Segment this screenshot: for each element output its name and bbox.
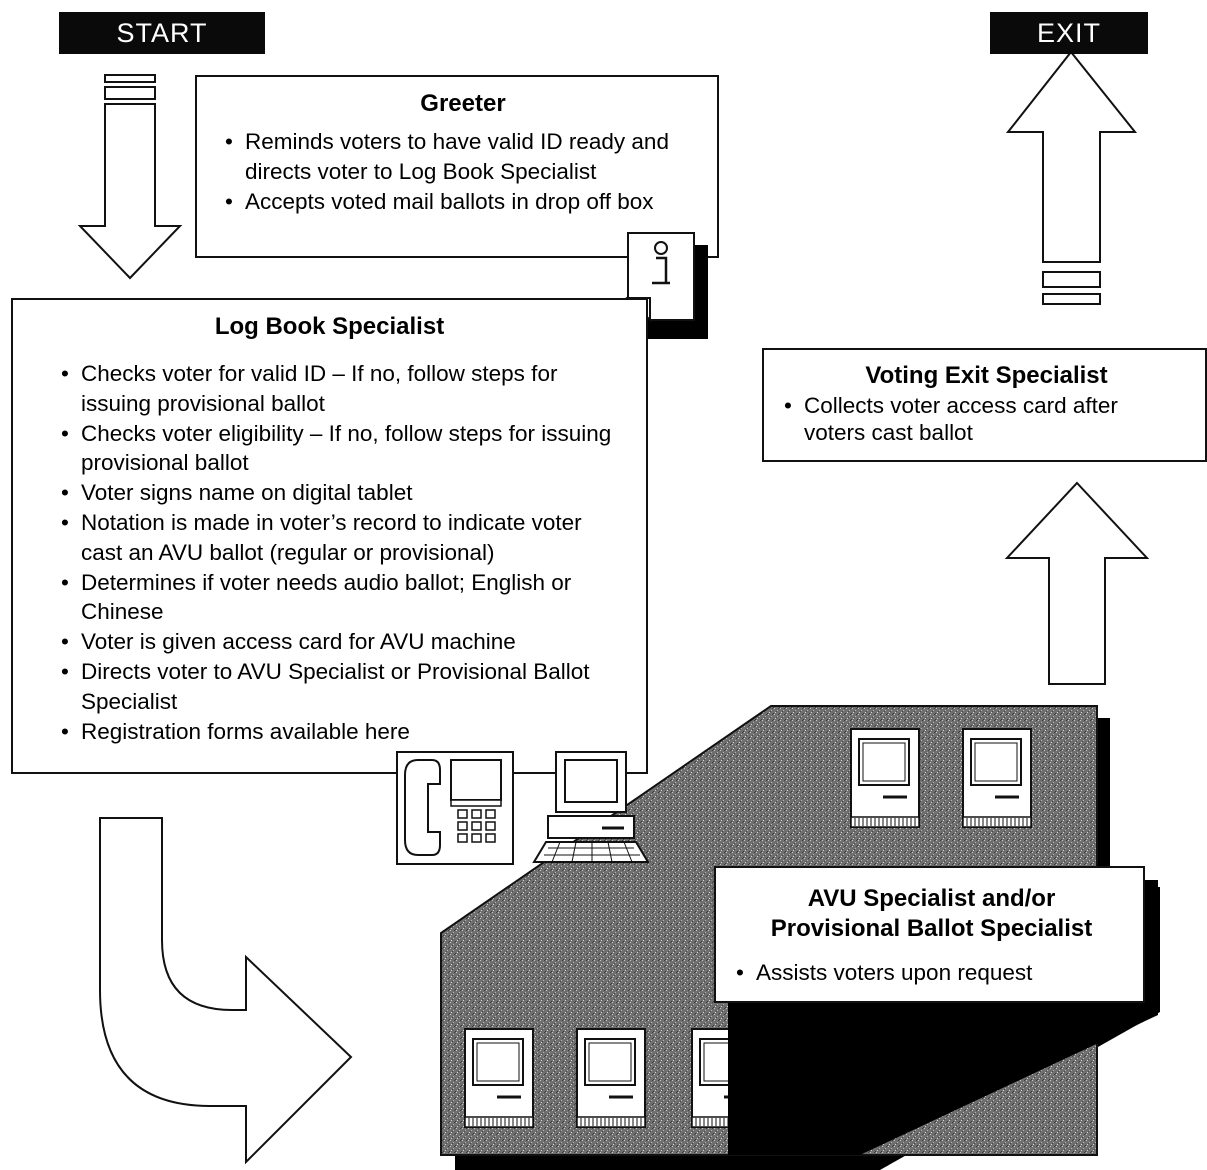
voting-machine-icon xyxy=(463,1027,535,1129)
desktop-computer-icon xyxy=(532,751,650,863)
list-item: Directs voter to AVU Specialist or Provi… xyxy=(55,657,615,717)
list-item: Voter signs name on digital tablet xyxy=(55,478,615,508)
avu-specialist-title-line1: AVU Specialist and/or xyxy=(807,885,1056,912)
voting-machine-icon xyxy=(961,727,1033,829)
telephone-icon xyxy=(396,751,514,865)
log-book-list: Checks voter for valid ID – If no, follo… xyxy=(55,359,615,746)
exit-label: EXIT xyxy=(990,12,1148,54)
list-item: Determines if voter needs audio ballot; … xyxy=(55,568,615,628)
voting-exit-specialist-title: Voting Exit Specialist xyxy=(865,362,1108,389)
start-arrow xyxy=(77,74,183,280)
list-item: Collects voter access card after voters … xyxy=(778,392,1148,446)
exit-arrow xyxy=(1005,50,1138,305)
list-item: Voter is given access card for AVU machi… xyxy=(55,627,615,657)
log-book-box: Log Book Specialist Checks voter for val… xyxy=(11,298,648,774)
list-item: Notation is made in voter’s record to in… xyxy=(55,508,615,568)
log-book-title: Log Book Specialist xyxy=(214,313,445,340)
list-item: Checks voter for valid ID – If no, follo… xyxy=(55,359,615,419)
up-arrow-to-exit-specialist xyxy=(1004,481,1150,685)
greeter-title: Greeter xyxy=(420,90,506,117)
list-item: Reminds voters to have valid ID ready an… xyxy=(219,127,707,187)
voting-exit-specialist-list: Collects voter access card after voters … xyxy=(778,392,1148,446)
voting-exit-specialist-box: Voting Exit Specialist Collects voter ac… xyxy=(762,348,1207,462)
desk-equipment xyxy=(396,751,650,865)
greeter-list: Reminds voters to have valid ID ready an… xyxy=(219,127,707,216)
avu-specialist-list: Assists voters upon request xyxy=(730,958,1133,988)
start-label: START xyxy=(59,12,265,54)
list-item: Assists voters upon request xyxy=(730,958,1133,988)
voting-machine-icon xyxy=(849,727,921,829)
avu-specialist-box: AVU Specialist and/or Provisional Ballot… xyxy=(714,866,1145,1003)
list-item: Registration forms available here xyxy=(55,717,615,747)
avu-specialist-title-line2: Provisional Ballot Specialist xyxy=(770,915,1093,942)
greeter-box: Greeter Reminds voters to have valid ID … xyxy=(195,75,719,258)
list-item: Checks voter eligibility – If no, follow… xyxy=(55,419,615,479)
curved-flow-arrow xyxy=(99,817,353,1165)
voting-machine-icon xyxy=(575,1027,647,1129)
list-item: Accepts voted mail ballots in drop off b… xyxy=(219,187,707,217)
